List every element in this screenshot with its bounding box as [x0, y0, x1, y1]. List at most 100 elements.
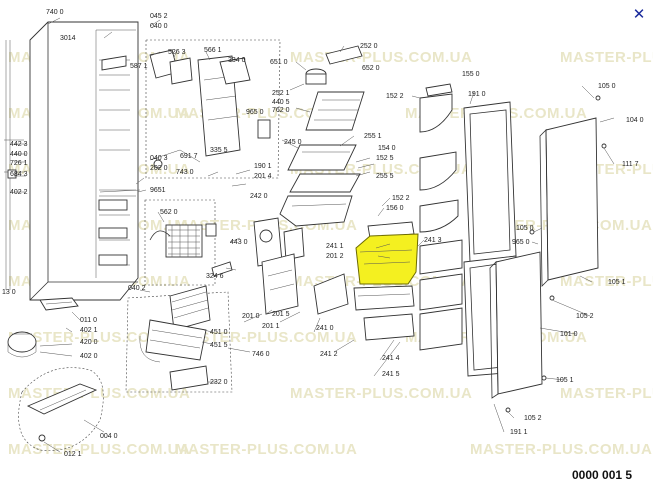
- part-label: 011 0: [80, 317, 97, 324]
- light-cover: [305, 45, 363, 85]
- part-label: 104 0: [626, 117, 644, 124]
- part-label: 440 0: [10, 151, 28, 158]
- part-label: 9651: [150, 187, 166, 194]
- evaporator-group: [144, 199, 233, 286]
- part-label: 105 2: [524, 415, 542, 422]
- part-label: 526 3: [168, 49, 186, 56]
- leader-lines: [14, 17, 615, 453]
- part-label: 684 3: [10, 171, 28, 178]
- part-label: 652 0: [362, 65, 380, 72]
- part-label: 451 0: [210, 329, 228, 336]
- part-label: 201 0: [242, 313, 260, 320]
- part-label: 762 0: [272, 107, 290, 114]
- part-label: 691 7: [180, 153, 198, 160]
- part-label: 040 2: [128, 285, 146, 292]
- door-bins: [419, 83, 459, 233]
- watermark-text: MASTER-PLUS.COM.UA: [175, 441, 357, 458]
- part-label: 746 0: [252, 351, 270, 358]
- part-label: 190 1: [254, 163, 272, 170]
- part-label: 726 1: [10, 160, 28, 167]
- part-label: 451 5: [210, 342, 228, 349]
- part-label: 965 0: [246, 109, 264, 116]
- part-label: 040 0: [150, 23, 168, 30]
- part-label: 420 0: [80, 339, 98, 346]
- watermark-text: MASTER-PLUS.COM.UA: [560, 49, 653, 66]
- part-label: 241 3: [424, 237, 442, 244]
- part-label: 004 0: [100, 433, 118, 440]
- drawers-group: [353, 221, 463, 351]
- watermark-text: MASTER-PLUS.COM.UA: [290, 49, 472, 66]
- part-label: 012 1: [64, 451, 82, 458]
- part-label: 152 2: [392, 195, 410, 202]
- part-number-labels: 740 0 045 2 040 0 3014 526 3 566 1 334 0…: [2, 9, 644, 458]
- part-label: 255 1: [364, 133, 382, 140]
- part-label: 201 2: [326, 253, 344, 260]
- part-label: 154 0: [378, 145, 396, 152]
- part-label: 105 2: [576, 313, 594, 320]
- part-label: 232 0: [210, 379, 228, 386]
- part-label: 201 4: [254, 173, 272, 180]
- part-label: 105 1: [608, 279, 626, 286]
- part-label: 045 2: [150, 13, 168, 20]
- close-icon[interactable]: ✕: [632, 6, 646, 23]
- condenser-group: [125, 285, 233, 393]
- watermark-text: MASTER-PLUS.COM.UA: [470, 441, 652, 458]
- part-label: 3014: [60, 35, 76, 42]
- part-label: 324 6: [206, 273, 224, 280]
- part-label: 105 0: [516, 225, 534, 232]
- part-label: 252 1: [272, 90, 290, 97]
- drain-tray: [39, 297, 79, 311]
- watermark-text: MASTER-PLUS.COM.UA: [8, 329, 190, 346]
- part-label: 156 0: [386, 205, 404, 212]
- watermark-text: MASTER-PLUS.COM.UA: [560, 385, 653, 402]
- part-label: 335 5: [210, 147, 228, 154]
- part-label: 242 0: [250, 193, 268, 200]
- crisper-drawer-highlighted: [355, 233, 419, 285]
- watermark-text: MASTER-PLUS.COM.UA: [175, 329, 357, 346]
- part-label: 152 5: [376, 155, 394, 162]
- part-label: 101 0: [560, 331, 578, 338]
- close-button[interactable]: ✕: [630, 6, 648, 24]
- part-label: 402 1: [80, 327, 98, 334]
- part-label: 202 0: [150, 165, 168, 172]
- document-number: 0000 001 5: [572, 468, 633, 482]
- fan-housing: [253, 217, 349, 315]
- part-label: 440 5: [272, 99, 290, 106]
- part-label: 740 0: [46, 9, 64, 16]
- part-label: 443 0: [230, 239, 248, 246]
- cabinet-body: [29, 21, 139, 301]
- part-label: 155 0: [462, 71, 480, 78]
- watermark-text: MASTER-PLUS.COM.UA: [560, 273, 653, 290]
- part-label: 191 0: [468, 91, 486, 98]
- part-label: 152 2: [386, 93, 404, 100]
- part-label: 334 0: [228, 57, 246, 64]
- part-label: 587 1: [130, 63, 148, 70]
- part-label: 201 1: [262, 323, 280, 330]
- part-label: 191 1: [510, 429, 528, 436]
- part-label: 241 5: [382, 371, 400, 378]
- watermark-text: MASTER-PLUS.COM.UA: [8, 441, 190, 458]
- part-label: 241 0: [316, 325, 334, 332]
- refrigerator-doors: [489, 95, 607, 413]
- glass-shelves: [279, 91, 365, 227]
- part-label: 245 0: [284, 139, 302, 146]
- part-label: 105 1: [556, 377, 574, 384]
- part-label: 252 0: [360, 43, 378, 50]
- watermark-text: MASTER-PLUS.COM.UA: [290, 385, 472, 402]
- control-panel-group: [145, 39, 281, 179]
- rear-parts-fragment: [4, 40, 24, 290]
- part-label: 241 4: [382, 355, 400, 362]
- part-label: 105 0: [598, 83, 616, 90]
- part-label: 743 0: [176, 169, 194, 176]
- part-label: 255 5: [376, 173, 394, 180]
- part-label: 040 3: [150, 155, 168, 162]
- watermark-text: MASTER-PLUS.COM.UA: [8, 385, 190, 402]
- part-label: 402 2: [10, 189, 28, 196]
- part-label: 442 3: [10, 141, 28, 148]
- base-plate-detail: [18, 367, 104, 451]
- part-label: 241 1: [326, 243, 344, 250]
- part-label: 651 0: [270, 59, 288, 66]
- part-label: 566 1: [204, 47, 222, 54]
